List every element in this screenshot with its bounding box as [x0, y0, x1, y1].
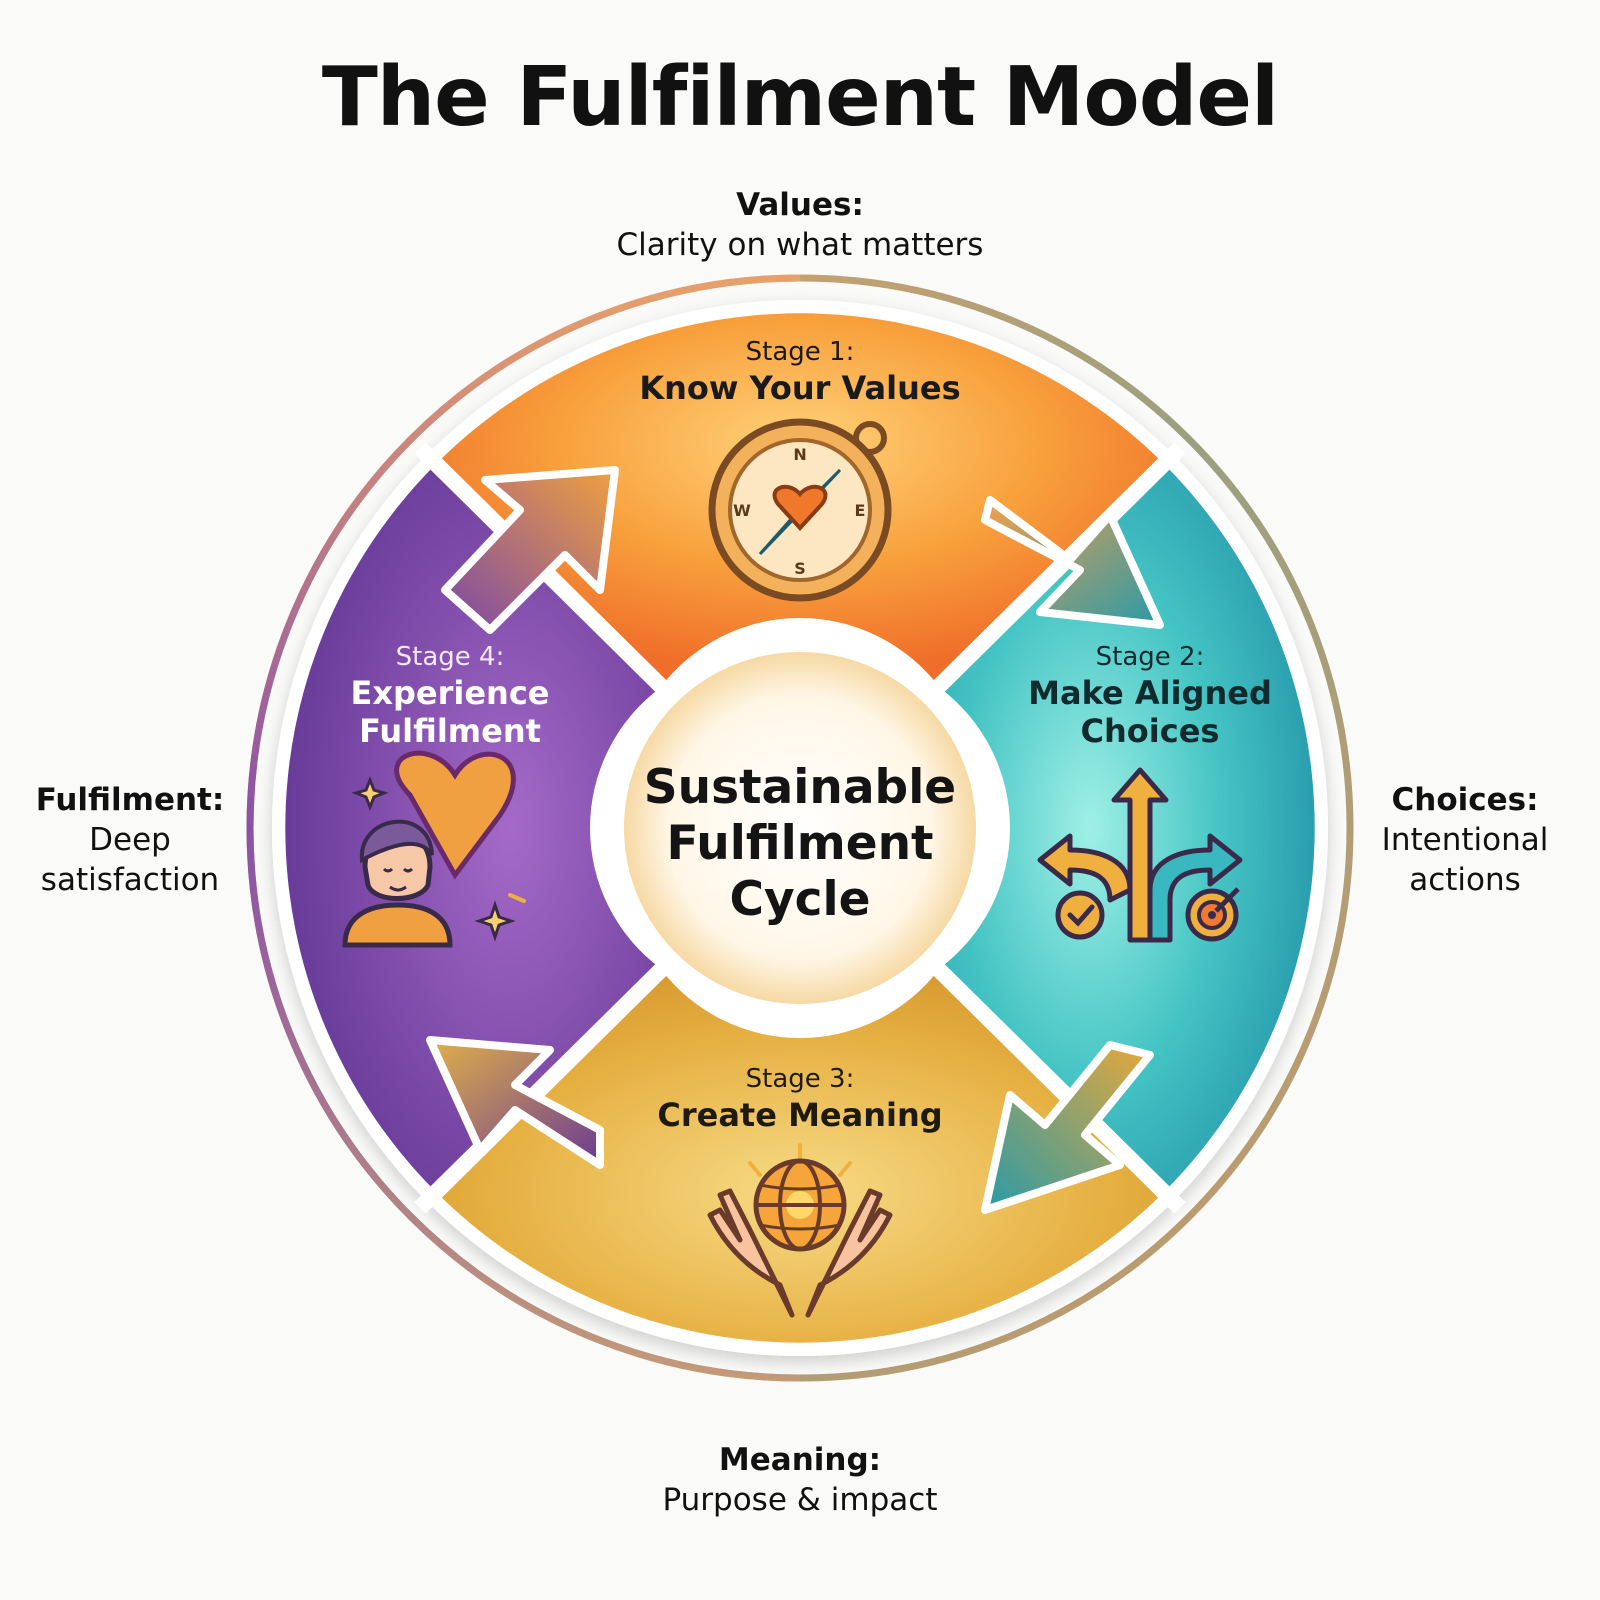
stage-number: Stage 4: [395, 642, 505, 672]
outer-ring-left [246, 274, 801, 1382]
arrow-stage4-to-1 [441, 466, 619, 634]
page-title: The Fulfilment Model [321, 50, 1279, 145]
outer-label-text: Intentional actions [1381, 822, 1549, 898]
outer-label-heading: Values: [736, 187, 864, 223]
arrow-stage1-to-2 [981, 496, 1164, 629]
stage-title: Make Aligned Choices [1028, 674, 1272, 750]
stage-2: Stage 2: Make Aligned Choices [1000, 640, 1300, 750]
center-line: Fulfilment [666, 816, 934, 871]
outer-label-heading: Fulfilment: [35, 782, 225, 818]
center-label: Sustainable Fulfilment Cycle [600, 760, 1000, 928]
outer-label-text: Clarity on what matters [616, 227, 984, 263]
outer-label-fulfilment: Fulfilment: Deep satisfaction [10, 780, 250, 900]
svg-text:E: E [855, 501, 866, 520]
center-line: Sustainable [643, 760, 957, 815]
outer-label-meaning: Meaning: Purpose & impact [500, 1440, 1100, 1520]
stage-number: Stage 1: [745, 337, 855, 367]
compass-heart-icon: N S W E [708, 418, 892, 602]
diverging-arrows-icon [1037, 767, 1243, 943]
outer-label-values: Values: Clarity on what matters [500, 185, 1100, 265]
stage-number: Stage 3: [745, 1064, 855, 1094]
outer-label-text: Purpose & impact [662, 1482, 938, 1518]
globe-in-hands-icon [707, 1143, 893, 1318]
stage-number: Stage 2: [1095, 642, 1205, 672]
outer-label-text: Deep satisfaction [40, 822, 220, 898]
arrow-stage2-to-3 [981, 1041, 1154, 1214]
svg-text:S: S [794, 559, 806, 578]
outer-label-heading: Choices: [1391, 782, 1539, 818]
stage-1: Stage 1: Know Your Values [560, 335, 1040, 407]
svg-text:N: N [793, 445, 806, 464]
stage-4: Stage 4: Experience Fulfilment [300, 640, 600, 750]
stage-title: Know Your Values [639, 369, 961, 407]
outer-label-choices: Choices: Intentional actions [1340, 780, 1590, 900]
stage-title: Create Meaning [657, 1096, 943, 1134]
outer-label-heading: Meaning: [718, 1442, 882, 1478]
center-line: Cycle [729, 872, 871, 927]
person-heart-icon [342, 750, 526, 948]
arrow-stage3-to-4 [426, 1036, 604, 1169]
svg-text:W: W [733, 501, 751, 520]
stage-3: Stage 3: Create Meaning [560, 1062, 1040, 1134]
stage-title: Experience Fulfilment [350, 674, 550, 750]
center-circle [624, 652, 976, 1004]
segment-stage-2 [940, 466, 1315, 1190]
